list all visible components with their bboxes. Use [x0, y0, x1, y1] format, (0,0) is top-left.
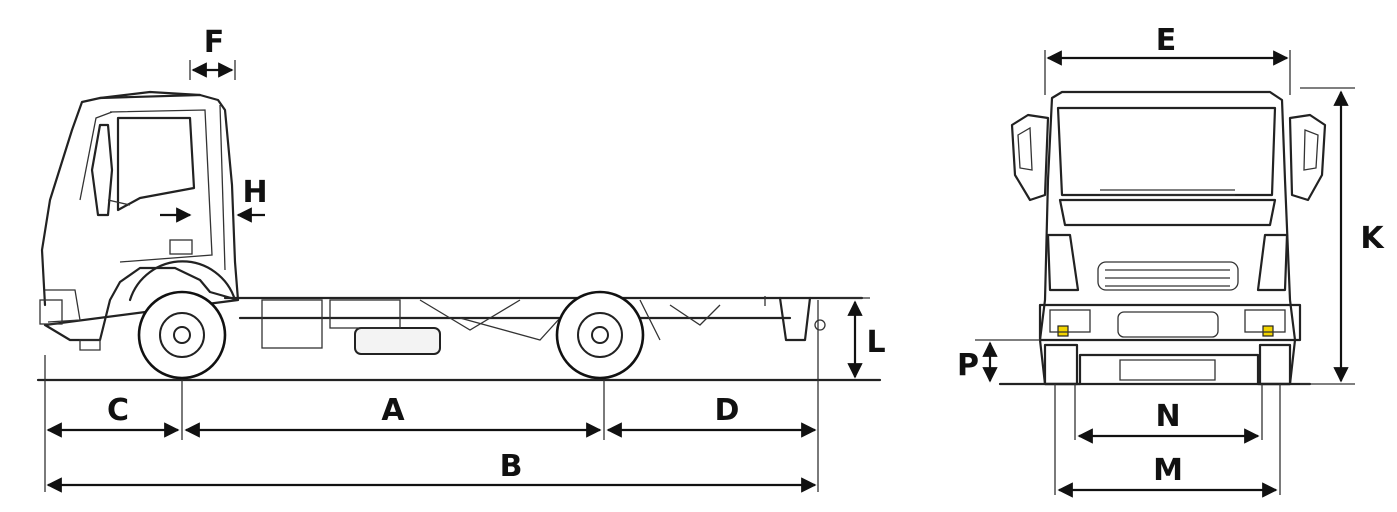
front-grille	[1097, 261, 1239, 291]
headlamp	[39, 299, 63, 325]
front-view: E K P N M	[957, 23, 1385, 498]
rear-wheel	[555, 290, 645, 380]
left-mirror	[1010, 113, 1050, 202]
label-d: D	[715, 393, 740, 428]
chassis-crossmember	[329, 299, 401, 329]
wiper-strip	[1100, 189, 1235, 196]
label-p: P	[957, 348, 979, 383]
label-l: L	[866, 325, 885, 360]
side-view: C A D B F H L	[36, 25, 886, 493]
cab-outline	[40, 93, 240, 342]
front-windshield	[1056, 106, 1277, 197]
front-bumper	[45, 289, 81, 323]
upper-grille	[1058, 198, 1277, 227]
front-wheel	[137, 290, 227, 380]
label-f: F	[204, 25, 225, 60]
windshield	[79, 111, 113, 201]
side-mirror	[90, 123, 114, 217]
cab-front-outline	[1038, 90, 1297, 386]
label-n: N	[1155, 399, 1180, 434]
label-k: K	[1360, 221, 1385, 256]
rear-suspension	[639, 299, 721, 341]
right-front-tyre	[1258, 343, 1292, 386]
fuel-tank	[354, 327, 441, 355]
label-m: M	[1153, 453, 1183, 488]
left-fog-lamp	[1049, 309, 1091, 333]
label-e: E	[1156, 23, 1177, 58]
number-plate	[1117, 311, 1219, 338]
right-mirror	[1288, 113, 1327, 202]
right-indicator	[1262, 325, 1274, 337]
label-b: B	[500, 449, 523, 484]
right-headlamp	[1256, 233, 1289, 292]
label-h: H	[242, 175, 267, 210]
left-headlamp	[1046, 233, 1080, 292]
rear-end-bracket	[778, 296, 812, 342]
cab-roof	[98, 90, 202, 100]
right-fog-lamp	[1244, 309, 1286, 333]
front-axle	[1119, 359, 1216, 381]
chassis-brackets	[419, 299, 561, 341]
front-wheel-arch	[128, 260, 237, 302]
battery-box	[261, 299, 323, 349]
left-indicator	[1057, 325, 1069, 337]
label-a: A	[381, 393, 405, 428]
door-handle	[169, 239, 193, 255]
door-frame	[109, 109, 213, 263]
front-bumper-front	[1038, 303, 1302, 342]
door-window	[116, 116, 196, 212]
left-front-tyre	[1043, 343, 1079, 386]
label-c: C	[107, 393, 129, 428]
